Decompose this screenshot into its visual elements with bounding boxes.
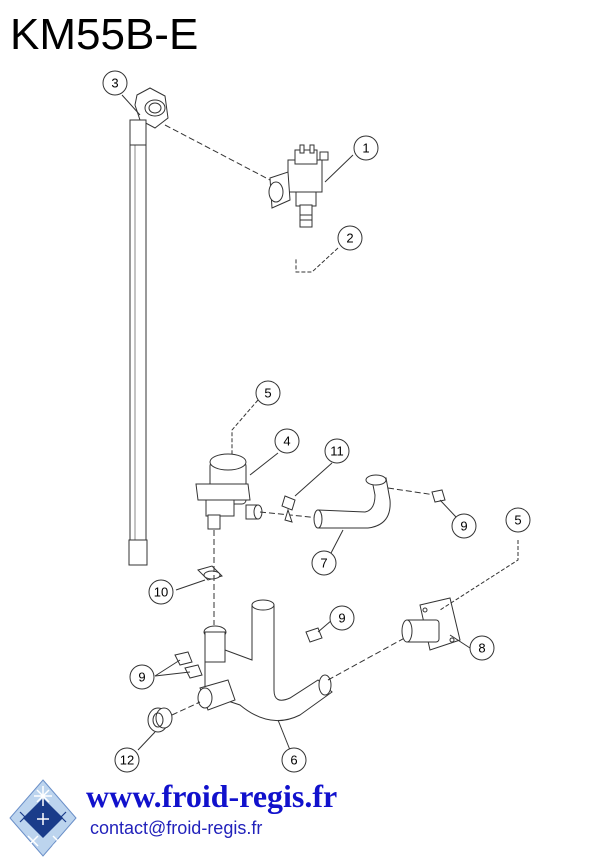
callout-5-lower: 5 [505, 507, 531, 533]
svg-text:11: 11 [330, 444, 344, 459]
svg-text:4: 4 [283, 434, 290, 449]
callout-12: 12 [114, 747, 140, 773]
clips-part-9-left [174, 651, 203, 679]
callout-9-left: 9 [129, 664, 155, 690]
svg-text:5: 5 [514, 513, 521, 528]
callout-2: 2 [337, 225, 363, 251]
clip-part-10 [197, 565, 223, 581]
svg-text:7: 7 [320, 556, 327, 571]
flange-part-8 [401, 597, 461, 651]
website-link[interactable]: www.froid-regis.fr [86, 778, 338, 814]
callout-8: 8 [469, 635, 495, 661]
page-title: KM55B-E [10, 10, 199, 59]
callout-1: 1 [353, 135, 379, 161]
callout-9-middle: 9 [329, 605, 355, 631]
contact-email-link[interactable]: contact@froid-regis.fr [90, 818, 263, 838]
svg-text:9: 9 [338, 611, 345, 626]
clip-part-9-upper [431, 489, 446, 503]
callout-3: 3 [102, 70, 128, 96]
hose-part-7 [313, 474, 391, 529]
tee-tube-part-6 [197, 599, 333, 722]
svg-text:9: 9 [138, 670, 145, 685]
svg-text:8: 8 [478, 641, 485, 656]
callout-7: 7 [311, 550, 337, 576]
clip-part-11 [281, 495, 296, 523]
svg-text:6: 6 [290, 753, 297, 768]
tube-part-3 [128, 87, 169, 566]
cap-part-12 [147, 707, 173, 733]
svg-text:2: 2 [346, 231, 353, 246]
callout-5-upper: 5 [255, 380, 281, 406]
water-valve-part-1 [268, 144, 329, 228]
callout-11: 11 [324, 438, 350, 464]
svg-text:3: 3 [111, 76, 118, 91]
svg-text:12: 12 [120, 753, 134, 768]
callout-6: 6 [281, 747, 307, 773]
callout-9-upper-right: 9 [451, 513, 477, 539]
svg-text:1: 1 [362, 141, 369, 156]
svg-text:5: 5 [264, 386, 271, 401]
froid-regis-logo [9, 779, 77, 857]
callout-4: 4 [274, 428, 300, 454]
svg-text:9: 9 [460, 519, 467, 534]
callout-10: 10 [148, 579, 174, 605]
pump-motor-part-4 [195, 453, 263, 530]
svg-text:10: 10 [154, 585, 168, 600]
